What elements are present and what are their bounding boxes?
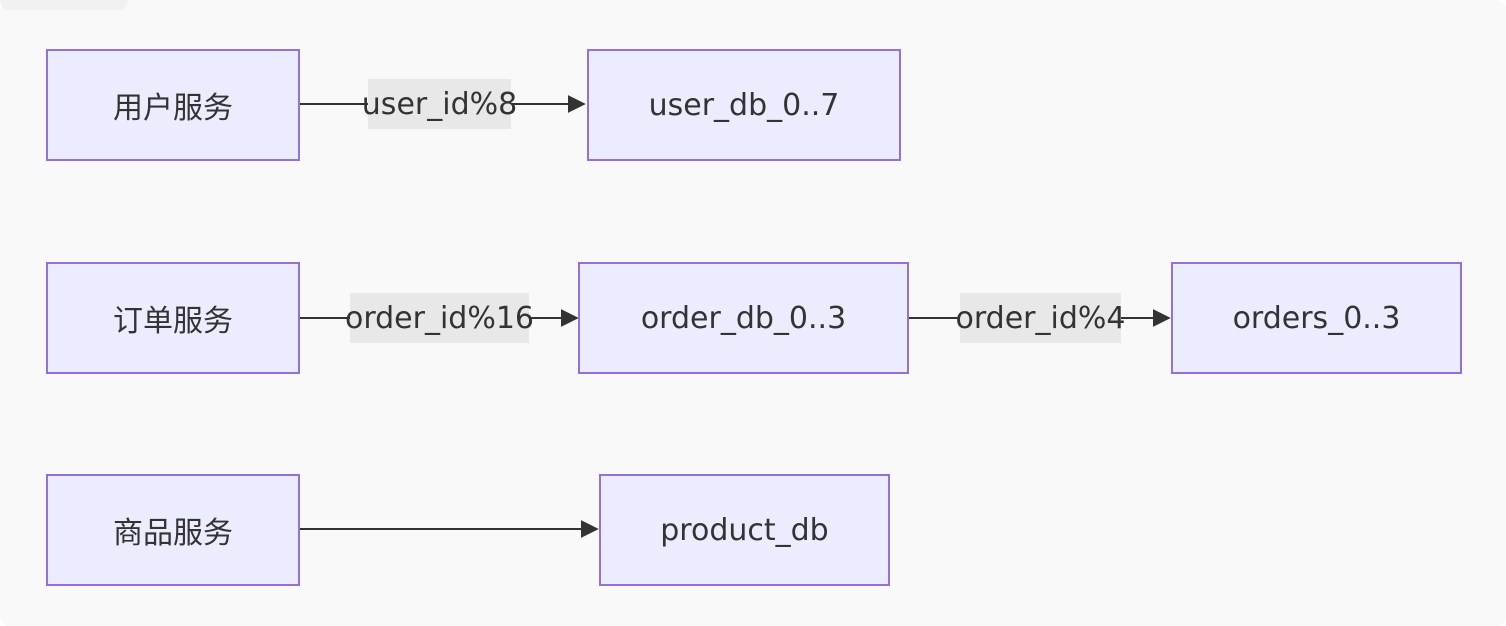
node-product-service[interactable]: 商品服务: [46, 474, 300, 586]
node-user-db[interactable]: user_db_0..7: [587, 49, 901, 161]
node-order-db-label: order_db_0..3: [640, 300, 847, 336]
node-user-db-label: user_db_0..7: [648, 87, 840, 123]
node-product-db[interactable]: product_db: [599, 474, 890, 586]
node-product-db-label: product_db: [660, 512, 829, 548]
node-orders-table[interactable]: orders_0..3: [1171, 262, 1462, 374]
node-product-service-label: 商品服务: [113, 516, 233, 551]
node-order-service-label: 订单服务: [113, 304, 233, 339]
node-user-service[interactable]: 用户服务: [46, 49, 300, 161]
top-tab-decoration: [0, 0, 128, 10]
node-order-service[interactable]: 订单服务: [46, 262, 300, 374]
edge-label-order-id-mod-16: order_id%16: [345, 293, 534, 343]
edge-label-order-id-mod-4: order_id%4: [956, 293, 1125, 343]
node-user-service-label: 用户服务: [113, 91, 233, 126]
node-orders-table-label: orders_0..3: [1232, 300, 1401, 336]
edge-label-user-id-mod-8: user_id%8: [362, 79, 517, 129]
node-order-db[interactable]: order_db_0..3: [578, 262, 909, 374]
